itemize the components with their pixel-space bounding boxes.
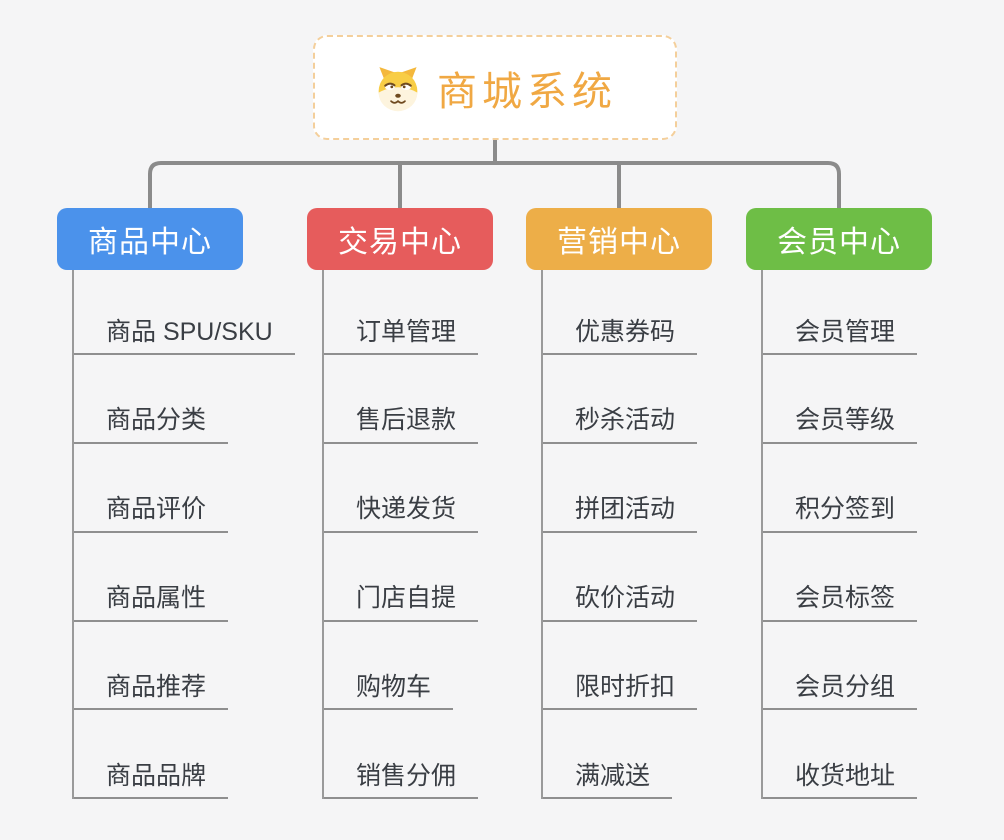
- leaf-label: 会员标签: [761, 584, 918, 622]
- leaf-label: 砍价活动: [541, 584, 698, 622]
- leaf-node[interactable]: 快递发货: [322, 444, 577, 533]
- leaf-node[interactable]: 秒杀活动: [541, 355, 796, 445]
- leaf-node[interactable]: 销售分佣: [322, 710, 577, 800]
- leaf-label: 商品品牌: [72, 762, 229, 800]
- branch-rail-line: [148, 161, 841, 208]
- leaf-node[interactable]: 商品 SPU/SKU: [72, 270, 327, 356]
- branch-line: [322, 270, 324, 799]
- leaf-node[interactable]: 商品属性: [72, 533, 327, 622]
- branch-node-marketing-center[interactable]: 营销中心: [526, 208, 712, 270]
- leaf-node[interactable]: 会员管理: [761, 270, 1004, 356]
- leaf-node[interactable]: 满减送: [541, 710, 796, 800]
- leaf-node[interactable]: 商品分类: [72, 355, 327, 445]
- branch-trade-center: 交易中心 订单管理 售后退款 快递发货 门店自提 购物车 销售分佣: [307, 208, 577, 800]
- leaf-label: 商品 SPU/SKU: [72, 318, 295, 356]
- leaf-node[interactable]: 积分签到: [761, 444, 1004, 533]
- leaf-node[interactable]: 优惠券码: [541, 270, 796, 356]
- leaf-node[interactable]: 售后退款: [322, 355, 577, 445]
- leaf-node[interactable]: 会员标签: [761, 533, 1004, 622]
- leaf-label: 商品推荐: [72, 673, 229, 711]
- leaf-node[interactable]: 商品评价: [72, 444, 327, 533]
- leaf-list: 商品 SPU/SKU 商品分类 商品评价 商品属性 商品推荐 商品品牌: [72, 270, 327, 800]
- leaf-label: 秒杀活动: [541, 406, 698, 445]
- leaf-label: 优惠券码: [541, 318, 698, 356]
- leaf-label: 会员管理: [761, 318, 918, 356]
- branch-node-trade-center[interactable]: 交易中心: [307, 208, 493, 270]
- leaf-label: 会员分组: [761, 673, 918, 711]
- leaf-label: 门店自提: [322, 584, 479, 622]
- root-node[interactable]: 商城系统: [313, 35, 677, 140]
- leaf-label: 购物车: [322, 673, 454, 711]
- leaf-node[interactable]: 收货地址: [761, 710, 1004, 800]
- leaf-label: 销售分佣: [322, 762, 479, 800]
- leaf-label: 拼团活动: [541, 495, 698, 533]
- leaf-label: 商品评价: [72, 495, 229, 533]
- branch-line: [72, 270, 74, 799]
- leaf-list: 优惠券码 秒杀活动 拼团活动 砍价活动 限时折扣 满减送: [541, 270, 796, 800]
- leaf-label: 商品属性: [72, 584, 229, 622]
- dog-face-icon: [373, 64, 423, 112]
- leaf-list: 会员管理 会员等级 积分签到 会员标签 会员分组 收货地址: [761, 270, 1004, 800]
- root-title: 商城系统: [437, 69, 617, 114]
- leaf-label: 快递发货: [322, 495, 479, 533]
- branch-member-center: 会员中心 会员管理 会员等级 积分签到 会员标签 会员分组 收货地址: [746, 208, 1004, 800]
- leaf-node[interactable]: 限时折扣: [541, 622, 796, 711]
- leaf-label: 满减送: [541, 762, 673, 800]
- leaf-label: 订单管理: [322, 318, 479, 356]
- branch-product-center: 商品中心 商品 SPU/SKU 商品分类 商品评价 商品属性 商品推荐 商品品牌: [57, 208, 327, 800]
- leaf-node[interactable]: 砍价活动: [541, 533, 796, 622]
- leaf-label: 收货地址: [761, 762, 918, 800]
- leaf-label: 会员等级: [761, 406, 918, 445]
- leaf-node[interactable]: 订单管理: [322, 270, 577, 356]
- leaf-node[interactable]: 商品品牌: [72, 710, 327, 800]
- branch-line: [761, 270, 763, 799]
- leaf-node[interactable]: 门店自提: [322, 533, 577, 622]
- branch-node-member-center[interactable]: 会员中心: [746, 208, 932, 270]
- branch-node-product-center[interactable]: 商品中心: [57, 208, 243, 270]
- leaf-node[interactable]: 购物车: [322, 622, 577, 711]
- leaf-label: 商品分类: [72, 406, 229, 445]
- leaf-label: 售后退款: [322, 406, 479, 445]
- leaf-list: 订单管理 售后退款 快递发货 门店自提 购物车 销售分佣: [322, 270, 577, 800]
- leaf-node[interactable]: 会员分组: [761, 622, 1004, 711]
- leaf-node[interactable]: 商品推荐: [72, 622, 327, 711]
- branch-line: [541, 270, 543, 799]
- leaf-label: 限时折扣: [541, 673, 698, 711]
- leaf-node[interactable]: 会员等级: [761, 355, 1004, 445]
- leaf-node[interactable]: 拼团活动: [541, 444, 796, 533]
- branch-marketing-center: 营销中心 优惠券码 秒杀活动 拼团活动 砍价活动 限时折扣 满减送: [526, 208, 796, 800]
- leaf-label: 积分签到: [761, 495, 918, 533]
